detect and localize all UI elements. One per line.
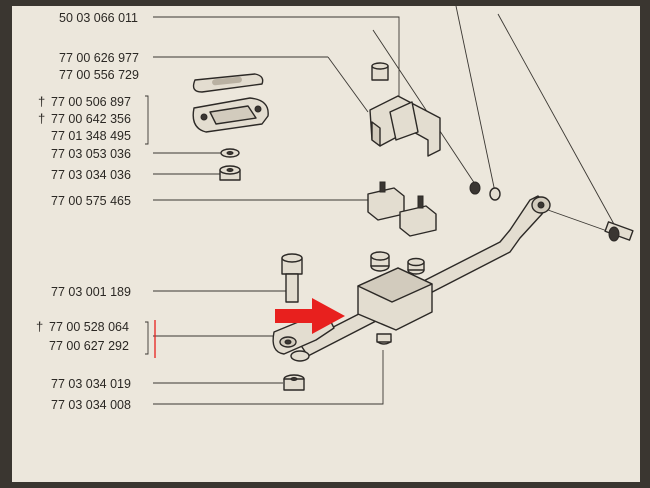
part-number-label: 77 00 506 897 (51, 95, 131, 109)
washer-small (220, 148, 240, 158)
nut-small (219, 165, 241, 181)
part-number-label: 77 00 575 465 (51, 194, 131, 208)
part-number-label: 77 03 034 008 (51, 398, 131, 412)
dagger-mark: † (36, 319, 43, 334)
upper-bracket (369, 62, 441, 157)
lower-clamp-block (357, 251, 433, 345)
part-number-label: 77 00 642 356 (51, 112, 131, 126)
part-number-labels: 50 03 066 011 77 00 626 977 77 00 556 72… (36, 11, 139, 412)
long-bolt (281, 253, 303, 303)
part-number-label: 77 03 034 036 (51, 168, 131, 182)
part-number-label: 77 00 556 729 (59, 68, 139, 82)
part-number-label: 77 01 348 495 (51, 129, 131, 143)
dagger-mark: † (38, 111, 45, 126)
torsion-bar (299, 181, 634, 357)
part-number-label: 77 00 627 292 (49, 339, 129, 353)
part-number-label: 77 00 528 064 (49, 320, 129, 334)
lower-nut (283, 374, 305, 391)
leader-lines (153, 6, 616, 405)
part-number-label: 77 00 626 977 (59, 51, 139, 65)
clamp-plate-top (192, 73, 264, 93)
part-number-label: 50 03 066 011 (59, 11, 138, 25)
highlight-arrow (275, 298, 345, 334)
part-number-label: 77 03 034 019 (51, 377, 131, 391)
part-number-label: 77 03 001 189 (51, 285, 131, 299)
dagger-mark: † (38, 94, 45, 109)
clamp-plate-rubber (192, 97, 269, 133)
catalog-page (12, 6, 640, 482)
part-number-label: 77 03 053 036 (51, 147, 131, 161)
rubber-mounts (367, 181, 437, 237)
